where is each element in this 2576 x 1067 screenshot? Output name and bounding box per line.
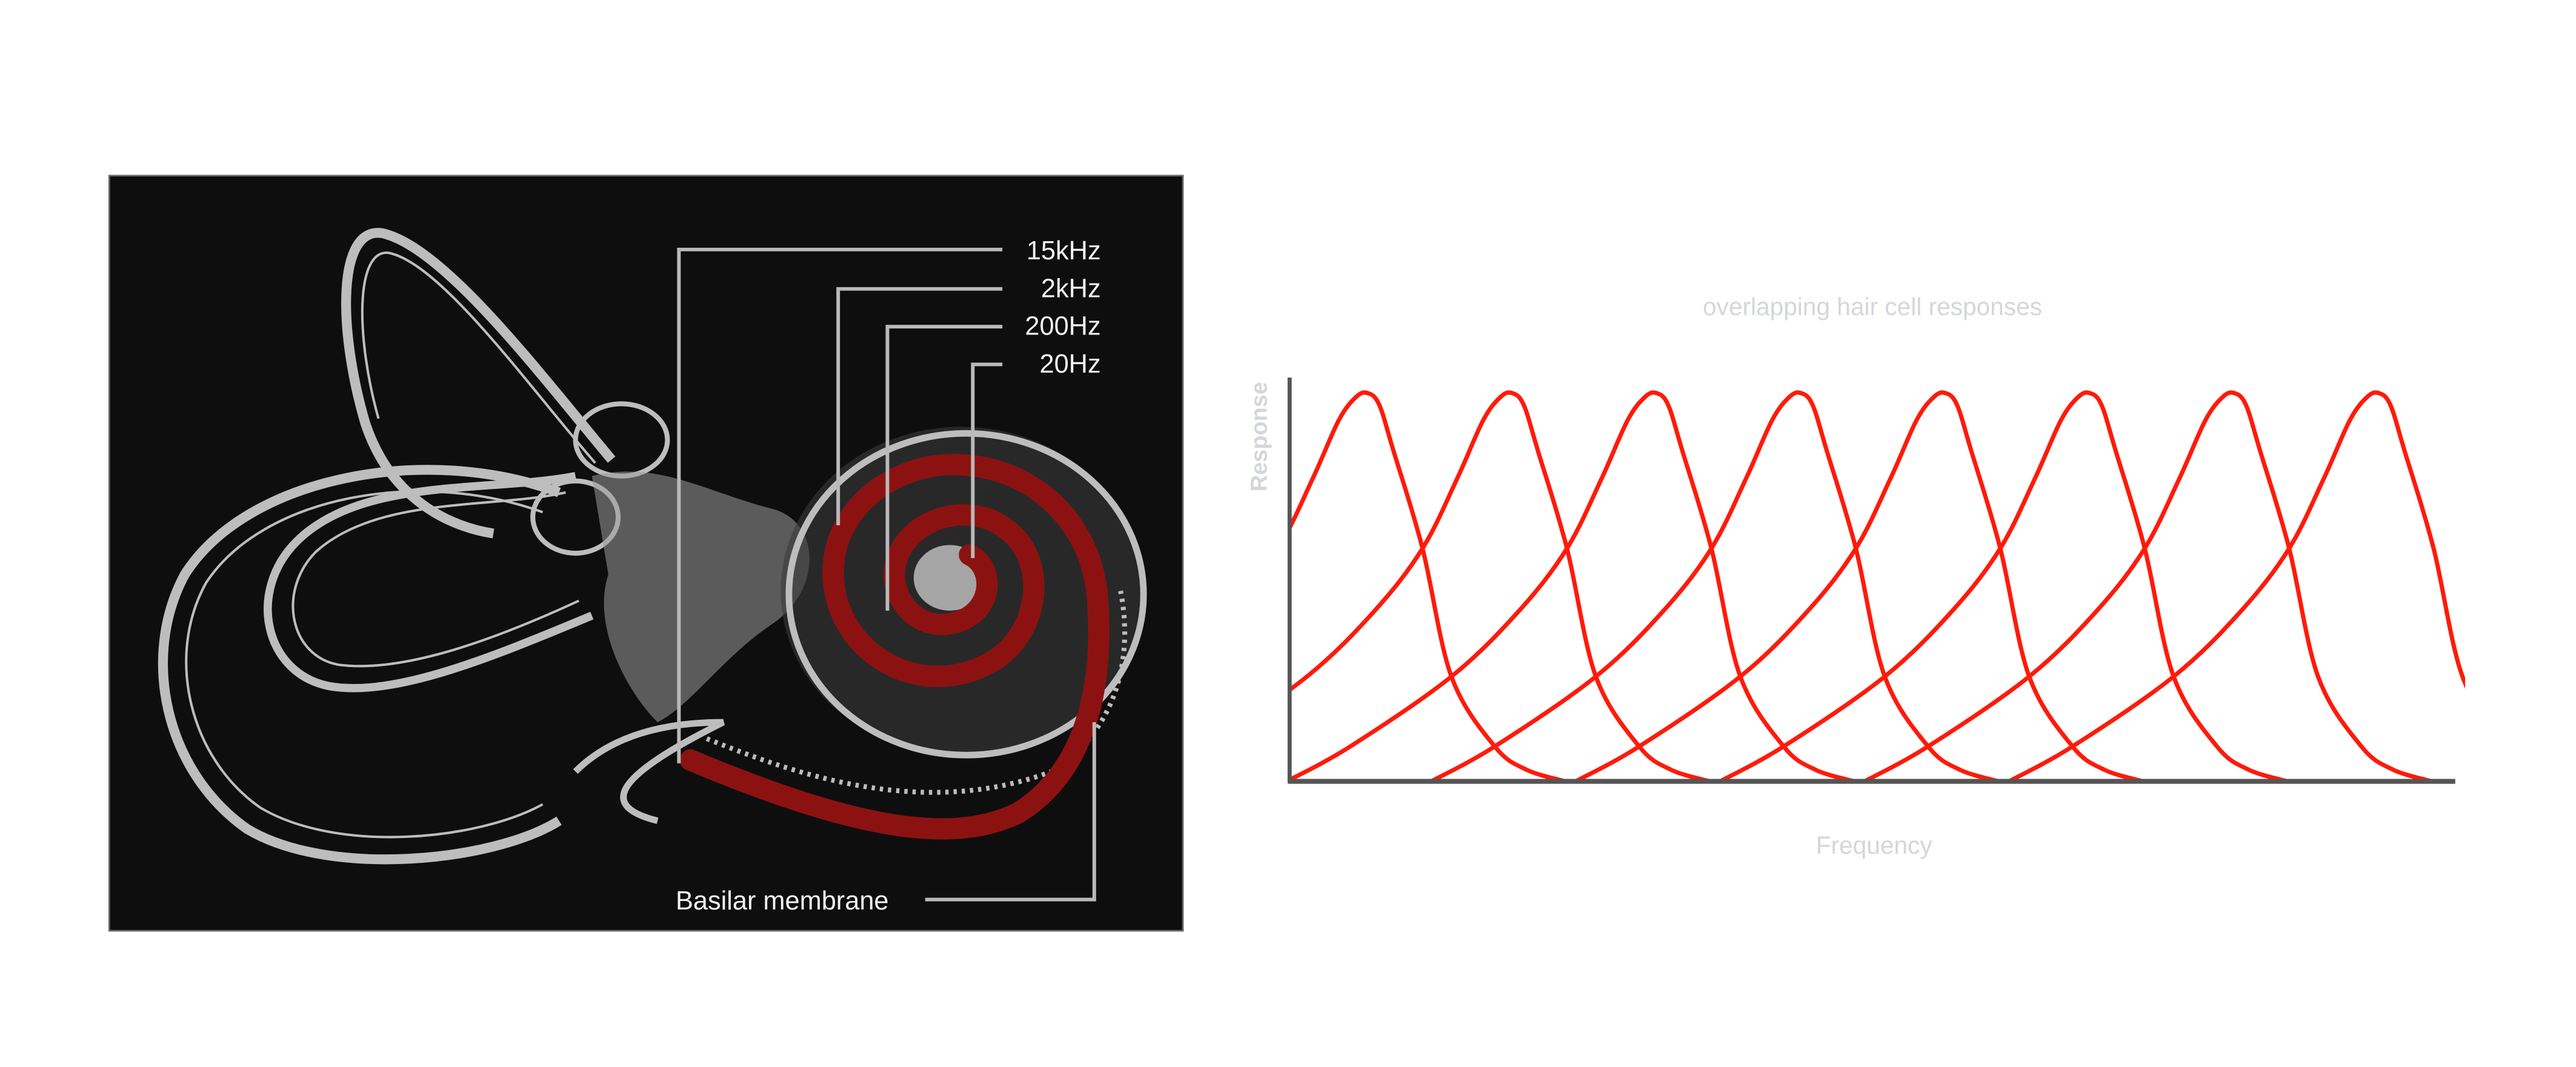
y-axis-label: Response (1246, 382, 1272, 491)
frequency-leaders (677, 247, 1096, 902)
response-curve-3 (1291, 390, 1855, 782)
response-curve-7 (1863, 390, 2433, 782)
chart-title: overlapping hair cell responses (1703, 293, 2042, 321)
label-basilar-membrane: Basilar membrane (676, 886, 889, 916)
response-curve-8 (2008, 390, 2466, 782)
x-axis-label: Frequency (1816, 831, 1933, 859)
label-20hz: 20Hz (1039, 350, 1100, 379)
basilar-membrane-spiral (679, 454, 1110, 840)
response-curve-1 (1291, 390, 1566, 782)
inner-ear-illustration: 15kHz 2kHz 200Hz 20Hz Basilar membrane (108, 175, 1184, 932)
semicircular-canals (158, 228, 810, 865)
response-curve-4 (1430, 390, 2000, 782)
response-curves (1291, 390, 2466, 782)
label-200hz: 200Hz (1025, 312, 1100, 341)
response-curve-5 (1574, 390, 2144, 782)
cochlea (679, 427, 1147, 840)
response-curve-6 (1719, 390, 2289, 782)
response-chart: overlapping hair cell responses Response… (1246, 293, 2466, 859)
response-curve-2 (1291, 390, 1711, 782)
label-2khz: 2kHz (1041, 274, 1101, 303)
label-15khz: 15kHz (1027, 236, 1101, 265)
